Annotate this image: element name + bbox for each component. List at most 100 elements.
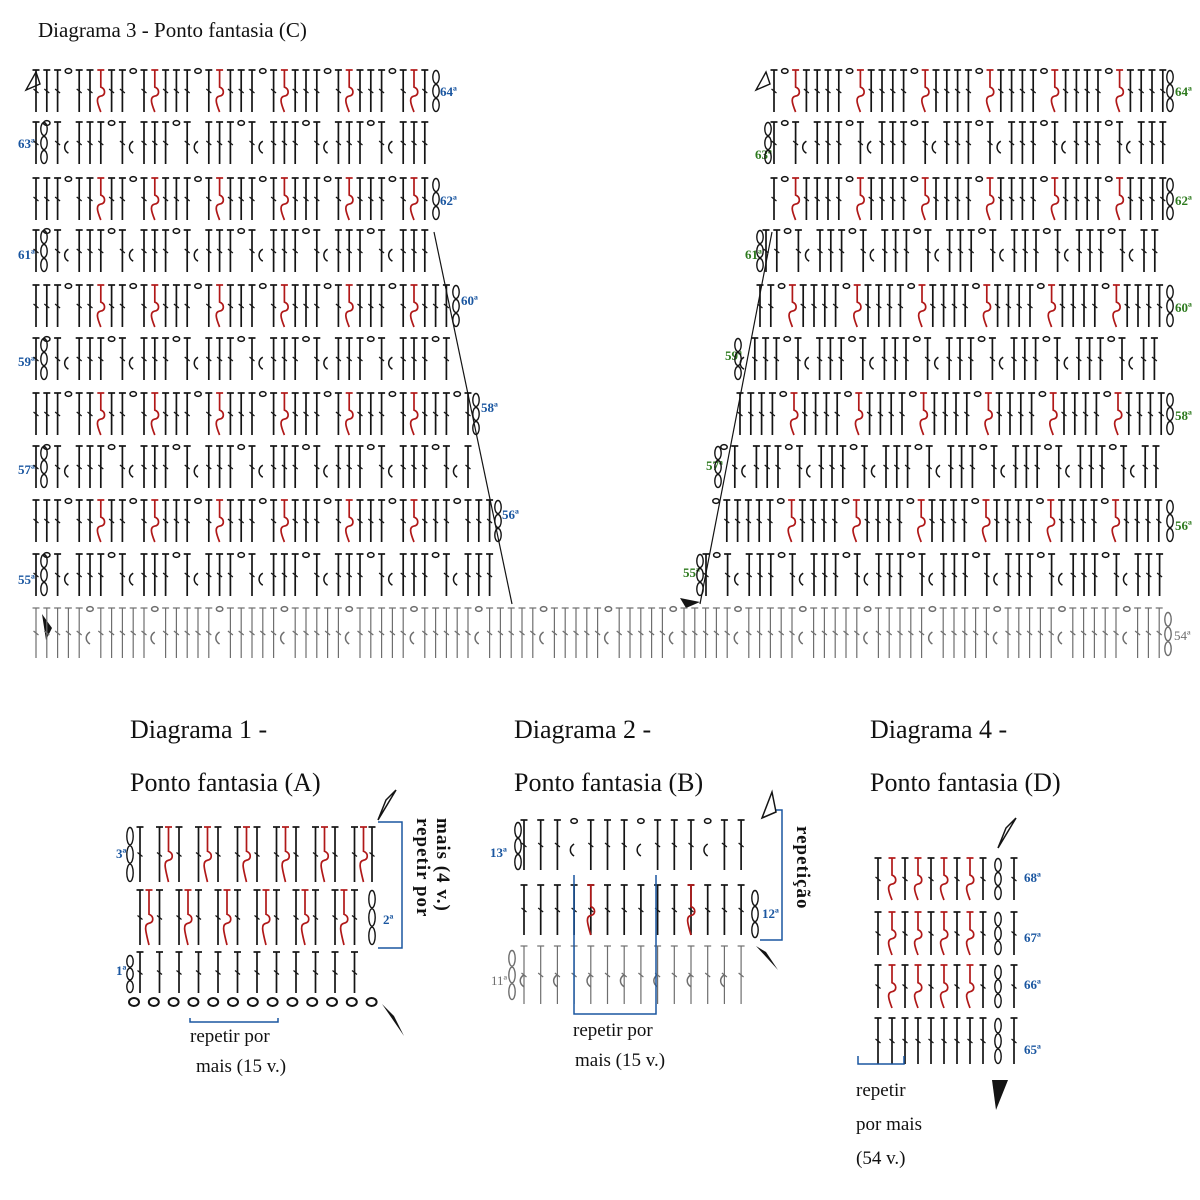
turning-chain (1166, 499, 1174, 515)
treble-stitch-slash (141, 88, 147, 94)
treble-stitch-slash (238, 88, 245, 94)
repeat-bracket-side (378, 821, 403, 949)
start-arrow-icon (24, 70, 41, 92)
d3-left-row (32, 443, 472, 489)
chain-stitch (636, 817, 645, 825)
treble-stitch-slash (939, 518, 946, 524)
treble-stitch-slash (980, 984, 986, 989)
treble-stitch-slash (33, 464, 39, 470)
turning-chain (751, 905, 759, 923)
treble-stitch-slash (1008, 140, 1015, 146)
treble-stitch-slash (967, 1038, 973, 1044)
treble-stitch-slash (162, 303, 169, 309)
treble-stitch-slash (897, 303, 904, 309)
chain-stitch (366, 551, 375, 559)
post-stitch-hook (913, 965, 923, 1009)
treble-stitch-slash (821, 630, 828, 636)
treble-stitch-slash (292, 303, 299, 309)
d4-row-label-65: 65ª (1024, 1042, 1041, 1057)
d3-left-row (32, 175, 440, 221)
treble-stitch-slash (1097, 356, 1104, 362)
post-stitch-hook (789, 393, 799, 436)
treble-stitch-slash (551, 630, 558, 636)
treble-stitch-slash (87, 303, 93, 309)
treble-stitch-slash (270, 572, 277, 578)
treble-stitch-slash (141, 464, 147, 470)
treble-stitch-slash (817, 248, 823, 254)
treble-stitch-slash (521, 907, 527, 913)
chain-stitch (388, 282, 397, 290)
treble-stitch-slash (1120, 464, 1127, 470)
chain-stitch (777, 282, 786, 290)
loop-stitch (1057, 631, 1063, 645)
post-stitch-hook (965, 965, 975, 1009)
loop-stitch (323, 356, 329, 370)
treble-stitch-slash (1032, 356, 1039, 362)
turning-chain (40, 135, 48, 151)
treble-stitch-slash (892, 356, 899, 362)
treble-stitch-slash (1135, 572, 1141, 578)
treble-stitch-slash (989, 248, 996, 254)
treble-stitch-slash (43, 411, 50, 417)
treble-stitch-slash (769, 411, 776, 417)
loop-stitch (128, 572, 134, 586)
treble-stitch-slash (346, 356, 353, 362)
treble-stitch-slash (1012, 464, 1019, 470)
treble-stitch-slash (87, 518, 93, 524)
treble-stitch-slash (940, 630, 947, 636)
treble-stitch-slash (1093, 411, 1100, 417)
post-stitch-hook (339, 890, 349, 946)
treble-stitch-slash (486, 572, 493, 578)
treble-stitch-slash (108, 630, 115, 636)
chain-stitch (107, 119, 116, 127)
treble-stitch-slash (400, 518, 407, 524)
treble-stitch-slash (421, 518, 428, 524)
treble-stitch-slash (1082, 411, 1089, 417)
post-stitch-hook (1046, 500, 1056, 543)
foundation-chain (365, 997, 378, 1007)
treble-stitch-slash (991, 464, 997, 470)
treble-stitch-slash (33, 140, 39, 146)
chain-stitch (907, 282, 916, 290)
chain-stitch (913, 227, 922, 235)
loop-stitch (686, 974, 692, 988)
treble-stitch-slash (881, 356, 888, 362)
d3-left-row-label-58: 58ª (481, 400, 498, 415)
diagram1-title-line2: Ponto fantasia (A) (130, 768, 321, 797)
treble-stitch-slash (1138, 140, 1145, 146)
treble-stitch-slash (889, 88, 896, 94)
treble-stitch-slash (746, 572, 753, 578)
treble-stitch-slash (893, 464, 900, 470)
chain-stitch (323, 282, 332, 290)
foundation-chain (326, 997, 338, 1007)
treble-stitch-slash (54, 630, 61, 636)
loop-stitch (258, 464, 264, 478)
treble-stitch-slash (621, 907, 628, 913)
turning-chain (734, 337, 742, 353)
treble-stitch-slash (1142, 464, 1149, 470)
treble-stitch-slash (747, 411, 754, 417)
treble-stitch-slash (119, 303, 126, 309)
loop-stitch (63, 572, 69, 586)
d3-left-row-label-56: 56ª (502, 507, 519, 522)
treble-stitch-slash (76, 630, 83, 636)
post-stitch-hook (1050, 178, 1060, 221)
chain-stitch (215, 605, 224, 613)
treble-stitch-slash (76, 356, 83, 362)
treble-stitch-slash (767, 630, 774, 636)
loop-stitch (279, 631, 285, 645)
treble-stitch-slash (1087, 248, 1093, 254)
treble-stitch-slash (367, 88, 374, 94)
treble-stitch-slash (54, 140, 61, 146)
treble-stitch-slash (97, 630, 104, 636)
treble-stitch-slash (184, 630, 191, 636)
chain-stitch (910, 175, 919, 183)
d3-right-row-label-60: 60ª (1175, 300, 1192, 315)
treble-stitch-slash (738, 842, 744, 848)
treble-stitch-slash (753, 464, 760, 470)
chain-stitch (780, 119, 789, 127)
treble-stitch-slash (875, 876, 881, 882)
treble-stitch-slash (195, 630, 201, 636)
chain-stitch (237, 443, 246, 451)
treble-stitch-slash (554, 842, 561, 848)
